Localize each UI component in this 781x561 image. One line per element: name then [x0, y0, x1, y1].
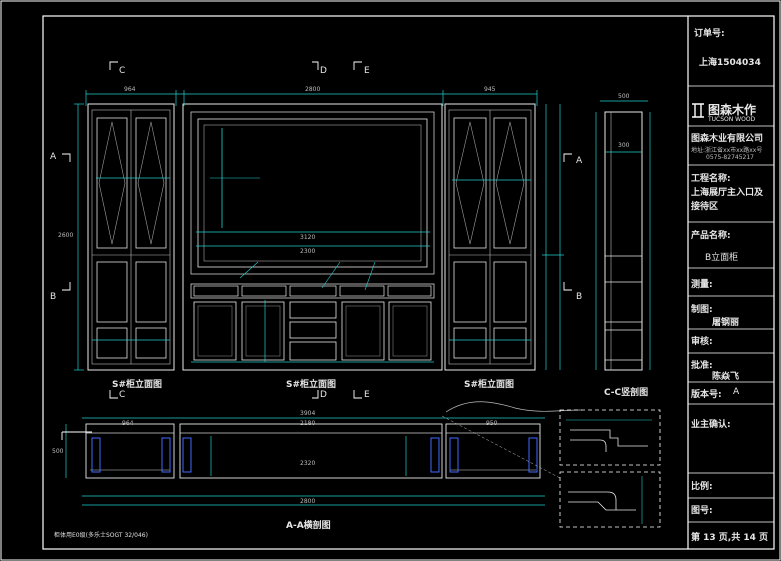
owner-confirm-label: 业主确认: — [691, 420, 731, 430]
dim-aa-right: 950 — [486, 420, 498, 427]
marker-c-top: C — [119, 66, 126, 76]
marker-b-right: B — [576, 292, 583, 302]
middle-elevation-title: S#柜立面图 — [286, 380, 337, 390]
dim-top-right: 945 — [484, 86, 496, 93]
material-note: 柜体用E0级(多乐士SOGT 32/046) — [54, 532, 148, 539]
dim-top-mid: 2800 — [305, 86, 321, 93]
dim-aa-mid: 2320 — [300, 460, 316, 467]
company-phone: 0575-82745217 — [706, 154, 754, 161]
cc-section-title: C-C竖剖图 — [604, 388, 649, 398]
marker-b-left: B — [50, 292, 57, 302]
marker-a-left: A — [50, 152, 57, 162]
company-address: 地址:浙江省xx市xx路xx号 — [691, 147, 763, 154]
marker-d-top: D — [320, 66, 327, 76]
dim-aa-inner: 2180 — [300, 420, 316, 427]
section-markers — [62, 61, 572, 399]
dim-aa-total: 3904 — [300, 410, 316, 417]
right-cabinet-elevation — [444, 103, 536, 371]
marker-a-right: A — [576, 156, 583, 166]
project-name-line-2: 接待区 — [691, 202, 719, 212]
marker-e-bottom: E — [364, 390, 370, 400]
dim-aa-depth: 500 — [52, 448, 64, 455]
left-cabinet-elevation — [87, 103, 175, 371]
page-indicator: 第 13 页,共 14 页 — [691, 533, 769, 543]
project-name-label: 工程名称: — [691, 174, 731, 184]
scale-label: 比例: — [691, 482, 713, 492]
company-name: 图森木业有限公司 — [691, 134, 764, 144]
order-number-label: 订单号: — [694, 29, 725, 39]
dim-aa-left: 964 — [122, 420, 134, 427]
elevation-dimension-lines — [74, 90, 564, 371]
detail-callouts — [441, 401, 661, 528]
project-name-line-1: 上海展厅主入口及 — [691, 188, 764, 198]
product-name-label: 产品名称: — [691, 231, 731, 241]
aa-section-view — [61, 417, 545, 506]
order-number-value: 上海1504034 — [699, 58, 761, 68]
dim-aa-bottom: 2800 — [300, 498, 316, 505]
cc-section-view — [595, 100, 651, 371]
logo-text-cn: 图森木作 — [708, 103, 757, 117]
dim-3120: 3120 — [300, 234, 316, 241]
dim-2300: 2300 — [300, 248, 316, 255]
drawing-number-label: 图号: — [691, 506, 713, 516]
marker-e-top: E — [364, 66, 370, 76]
dim-height-total: 2600 — [58, 232, 74, 239]
left-elevation-title: S#柜立面图 — [112, 380, 163, 390]
drawing-border — [42, 15, 775, 550]
logo-mark-icon — [692, 103, 704, 118]
review-label: 审核: — [691, 337, 713, 347]
approve-label: 批准: — [691, 361, 713, 371]
logo-text-en: TUCSON WOOD — [708, 116, 756, 123]
dim-cc-top: 500 — [618, 93, 630, 100]
marker-d-bottom: D — [320, 390, 327, 400]
middle-cabinet-elevation — [182, 103, 443, 371]
aa-section-title: A-A横剖图 — [286, 521, 331, 531]
approve-value: 陈焱飞 — [712, 372, 740, 382]
version-label: 版本号: — [691, 390, 722, 400]
draw-value: 屠钢丽 — [712, 318, 740, 328]
draw-label: 制图: — [691, 305, 713, 315]
marker-c-bottom: C — [119, 390, 126, 400]
product-name-value: B立面柜 — [705, 253, 739, 263]
dim-cc-mid: 300 — [618, 142, 630, 149]
right-elevation-title: S#柜立面图 — [464, 380, 515, 390]
dim-top-left: 964 — [124, 86, 136, 93]
title-block-grid — [688, 85, 774, 523]
measure-label: 测量: — [691, 280, 713, 290]
version-value: A — [733, 387, 740, 397]
